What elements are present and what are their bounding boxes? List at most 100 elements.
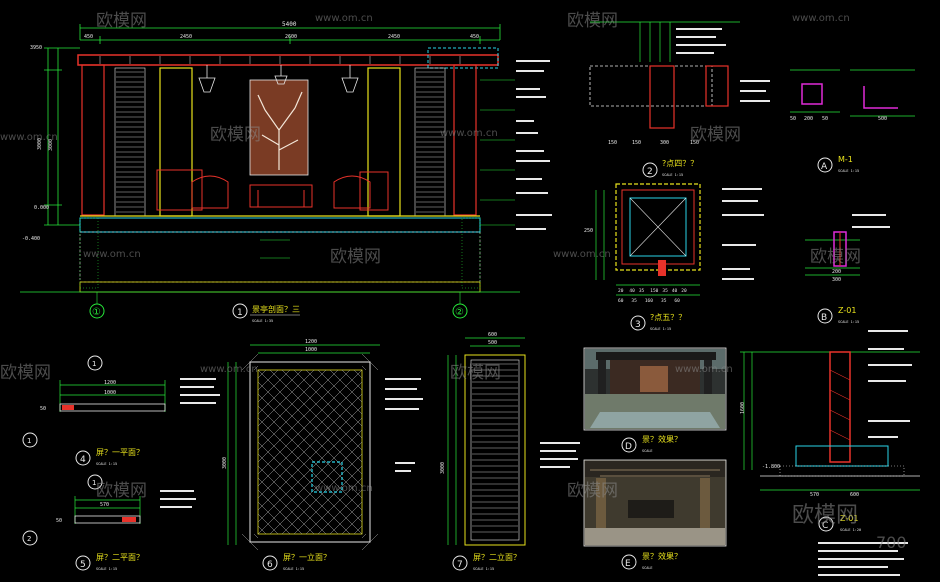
render-E-table <box>628 500 674 518</box>
detail-7-frame <box>464 354 526 546</box>
watermark-url-4: www.om.cn <box>440 128 498 139</box>
lattice-line <box>257 369 267 379</box>
detail-C-level: -1.800 <box>762 464 780 470</box>
detail-2-end <box>705 65 729 107</box>
render-E: E 景？效果？ SCALE <box>583 459 727 570</box>
render-E-panel-left <box>596 478 606 528</box>
detail-B-dim-1: 200 <box>832 269 841 275</box>
detail-2-number: 2 <box>647 167 653 177</box>
main-dim-mid: 2600 <box>285 34 297 40</box>
watermark-brand-8: 欧模网 <box>450 363 501 383</box>
roof-right-highlight <box>427 47 499 69</box>
detail-6-highlight <box>311 461 343 493</box>
detail-6-dim-left: 3000 <box>222 457 228 469</box>
render-D-title: 景？效果？ <box>642 434 682 444</box>
lattice-line <box>257 381 363 487</box>
detail-6-lattice <box>241 353 379 551</box>
detail-4-dim-3: 50 <box>40 406 46 412</box>
main-title-number: 1 <box>237 308 243 318</box>
detail-5-callout-top <box>87 474 103 490</box>
detail-2-title: ?点四？？ <box>662 159 698 168</box>
watermark-brand-1: 欧模网 <box>96 11 147 31</box>
detail-C-footing <box>795 445 889 467</box>
watermarks: 欧模网 www.om.cn 欧模网 www.om.cn www.om.cn 欧模… <box>0 11 907 552</box>
lattice-line <box>257 405 363 511</box>
detail-A-dim-2: 200 <box>804 116 813 122</box>
watermark-url-5: www.om.cn <box>83 249 141 260</box>
detail-A-dim-3: 50 <box>822 116 828 122</box>
detail-7-dim-top2: 500 <box>488 340 497 346</box>
detail-4-bubble <box>75 450 91 466</box>
detail-A-dim-1: 50 <box>790 116 796 122</box>
lattice-line <box>257 369 351 463</box>
detail-7-title: 屏？二立面？ <box>473 552 521 562</box>
detail-6-number: 6 <box>267 560 273 570</box>
lattice-line <box>361 533 379 551</box>
furniture-sofa-set <box>156 169 389 211</box>
detail-2-dim-a: 150 <box>608 140 617 146</box>
lattice-line <box>257 369 327 439</box>
lattice-line <box>361 353 379 371</box>
detail-B-bubble <box>817 308 833 324</box>
detail-3-bubble <box>630 315 646 331</box>
detail-3-notes <box>722 188 764 280</box>
main-dim-3: 2450 <box>388 34 400 40</box>
render-D: D 景？效果？ SCALE <box>583 347 727 453</box>
lattice-line <box>361 365 367 371</box>
detail-7-notes <box>540 442 580 468</box>
detail-2-bubble <box>642 162 658 178</box>
detail-C: 1600 570 600 -1.800 C Z-01 SCALE 1:20 <box>740 330 920 576</box>
lattice-line <box>317 369 363 415</box>
detail-6-frame-outer <box>249 361 371 543</box>
render-D-bubble <box>621 437 637 453</box>
detail-3-number: 3 <box>635 320 641 330</box>
roof-rafters <box>99 56 461 64</box>
detail-B-title: Z-01 <box>838 306 856 315</box>
main-top-dimension <box>79 24 501 44</box>
detail-7-frame-inner <box>470 359 520 541</box>
render-E-floor <box>585 528 725 545</box>
detail-3-inner <box>629 197 687 257</box>
detail-A-bubble <box>817 157 833 173</box>
detail-4-callout-top-text: 1 <box>92 360 96 368</box>
watermark-brand-3: 欧模网 <box>210 125 261 145</box>
detail-C-gravel <box>779 465 905 477</box>
detail-7-scale: SCALE 1:15 <box>473 567 494 571</box>
detail-6-dim-top: 1200 <box>305 339 317 345</box>
watermark-url-8: www.om.cn <box>675 364 733 375</box>
main-dim-2: 2450 <box>180 34 192 40</box>
lattice-line <box>257 369 303 415</box>
main-left-dim-b: 3000 <box>37 138 43 150</box>
main-left-dimension <box>44 47 80 226</box>
detail-4-notes <box>180 378 220 404</box>
detail-4-end <box>62 405 74 410</box>
detail-C-notes <box>868 330 912 438</box>
detail-6-dim-top2: 1000 <box>305 347 317 353</box>
render-E-panel-right <box>700 478 710 528</box>
lattice-line <box>341 369 363 391</box>
watermark-url-9: www.om.cn <box>315 483 373 494</box>
detail-3-dim-left: 250 <box>584 228 593 234</box>
detail-4-dim-1: 1200 <box>104 380 116 386</box>
detail-5-callout-left <box>22 530 38 546</box>
render-D-column-left <box>598 360 606 400</box>
detail-C-bubble <box>818 516 834 532</box>
detail-B-dim-2: 300 <box>832 277 841 283</box>
detail-B-scale: SCALE 1:15 <box>838 320 859 324</box>
watermark-url-1: www.om.cn <box>315 13 373 24</box>
detail-3-scale: SCALE 1:15 <box>650 327 671 331</box>
lattice-line <box>293 369 363 439</box>
detail-4-number: 4 <box>80 455 86 465</box>
detail-A-scale: SCALE 1:15 <box>838 169 859 173</box>
watermark-brand-6: 欧模网 <box>810 247 861 267</box>
detail-B: 200 300 B Z-01 SCALE 1:15 <box>805 214 890 324</box>
detail-5-dim-1: 570 <box>100 502 109 508</box>
watermark-brand-7: 欧模网 <box>0 363 51 383</box>
render-D-column-right <box>704 360 712 400</box>
detail-7: 600 500 3000 7 屏？二立面？ SCALE 1:15 <box>440 332 580 571</box>
louver-slats <box>116 71 444 213</box>
watermark-brand-11: 欧模网 <box>792 503 858 528</box>
lattice-line <box>269 369 363 463</box>
